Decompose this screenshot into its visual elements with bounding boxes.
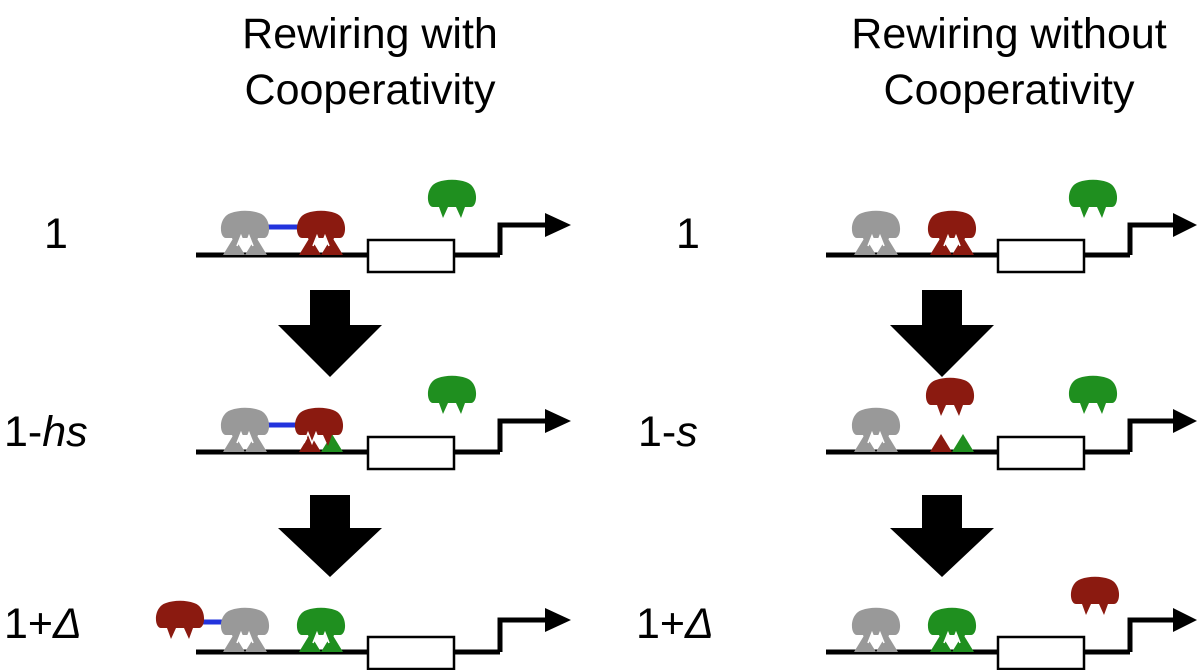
fitness-label: 1 bbox=[676, 210, 700, 258]
gene-box-icon bbox=[366, 238, 456, 274]
gray-factor-icon bbox=[851, 607, 901, 646]
down-arrow-icon bbox=[278, 290, 382, 377]
gene-box-icon bbox=[366, 635, 456, 670]
gene-box-icon bbox=[996, 635, 1086, 670]
promoter-arrow-icon bbox=[1127, 617, 1176, 652]
promoter-arrow-icon bbox=[497, 617, 548, 652]
green-factor-icon bbox=[296, 607, 346, 646]
gray-factor-icon bbox=[851, 407, 901, 446]
title-line: Rewiring with bbox=[242, 10, 498, 58]
promoter-row-3-right bbox=[826, 576, 1197, 670]
red-factor-icon bbox=[1070, 576, 1120, 615]
promoter-arrow-icon bbox=[1127, 222, 1176, 255]
column-title-with-cooperativity: Rewiring with Cooperativity bbox=[190, 6, 550, 118]
fitness-label: 1-hs bbox=[4, 408, 88, 456]
gray-factor-icon bbox=[220, 210, 270, 249]
promoter-arrow-icon bbox=[497, 222, 548, 255]
gene-box-icon bbox=[366, 435, 456, 471]
title-line: Cooperativity bbox=[883, 66, 1135, 114]
gray-factor-icon bbox=[851, 210, 901, 249]
title-line: Cooperativity bbox=[244, 66, 496, 114]
down-arrow-icon bbox=[890, 495, 994, 577]
gray-factor-icon bbox=[220, 607, 270, 646]
fitness-label: 1 bbox=[44, 210, 68, 258]
promoter-arrow-head bbox=[1173, 608, 1197, 632]
red-factor-icon bbox=[296, 210, 346, 249]
promoter-arrow-head bbox=[545, 409, 571, 433]
gene-box-icon bbox=[996, 238, 1086, 274]
promoter-arrow-head bbox=[545, 608, 571, 632]
promoter-row-2-right bbox=[826, 375, 1197, 471]
red-factor-icon bbox=[927, 210, 977, 249]
down-arrow-icon bbox=[890, 290, 994, 377]
binding-site-icon bbox=[321, 434, 343, 452]
promoter-arrow-head bbox=[545, 213, 571, 237]
red-factor-icon bbox=[925, 377, 975, 416]
red-factor-icon bbox=[155, 600, 205, 639]
binding-site-icon bbox=[952, 434, 974, 452]
green-factor-icon bbox=[1068, 179, 1118, 218]
fitness-label: 1-s bbox=[638, 408, 698, 456]
title-line: Rewiring without bbox=[851, 10, 1167, 58]
green-factor-icon bbox=[1068, 375, 1118, 414]
fitness-label: 1+Δ bbox=[4, 600, 82, 648]
green-factor-icon bbox=[927, 607, 977, 646]
gene-box-icon bbox=[996, 435, 1086, 471]
promoter-row-1-left bbox=[196, 179, 571, 274]
promoter-arrow-icon bbox=[1127, 418, 1176, 452]
column-title-without-cooperativity: Rewiring without Cooperativity bbox=[829, 6, 1189, 118]
promoter-row-3-left bbox=[155, 600, 571, 670]
promoter-row-2-left bbox=[196, 375, 571, 471]
promoter-arrow-head bbox=[1173, 409, 1197, 433]
down-arrow-icon bbox=[278, 495, 382, 577]
promoter-arrow-icon bbox=[497, 418, 548, 452]
gray-factor-icon bbox=[220, 407, 270, 446]
green-factor-icon bbox=[427, 375, 477, 414]
binding-site-icon bbox=[930, 434, 952, 452]
green-factor-icon bbox=[427, 179, 477, 218]
promoter-arrow-head bbox=[1173, 213, 1197, 237]
promoter-row-1-right bbox=[826, 179, 1197, 274]
fitness-label: 1+Δ bbox=[636, 600, 714, 648]
